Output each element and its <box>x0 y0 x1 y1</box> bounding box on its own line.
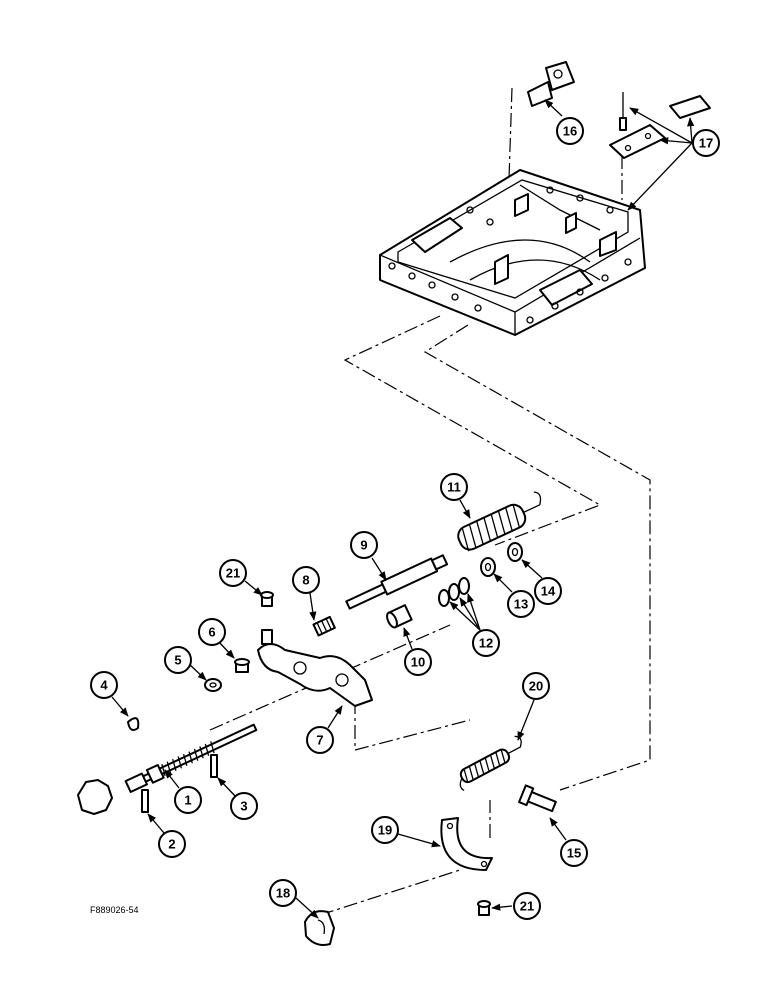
callout-19-label: 19 <box>378 823 392 838</box>
leader-lines <box>111 99 695 919</box>
callout-20-label: 20 <box>529 679 543 694</box>
callout-1-label: 1 <box>184 793 191 808</box>
callout-18: 18 <box>269 879 297 907</box>
callout-2: 2 <box>158 830 186 858</box>
part-15-bolt <box>518 784 557 813</box>
callout-13: 13 <box>507 590 535 618</box>
callout-20: 20 <box>522 672 550 700</box>
part-12-bearings <box>438 577 470 607</box>
part-16-latch-pin <box>527 61 575 107</box>
callout-21-top-label: 21 <box>226 566 240 581</box>
callout-19: 19 <box>371 816 399 844</box>
callout-12: 12 <box>472 629 500 657</box>
seat-slide-frame <box>379 169 646 336</box>
callout-3: 3 <box>230 792 258 820</box>
part-3-roll-pin <box>210 754 218 778</box>
callout-14-label: 14 <box>541 584 556 599</box>
callout-17: 17 <box>692 129 720 157</box>
callout-7: 7 <box>306 726 334 754</box>
callout-5-label: 5 <box>174 653 181 668</box>
callout-2-label: 2 <box>168 837 175 852</box>
callout-16: 16 <box>556 117 584 145</box>
part-10-bushing <box>386 604 413 629</box>
callout-8-label: 8 <box>302 573 309 588</box>
part-9-threaded-shaft <box>345 554 449 610</box>
part-11-spring <box>457 491 542 552</box>
part-1-adjusting-rod <box>77 723 258 815</box>
part-4-retaining-clip <box>127 717 140 731</box>
callout-15-label: 15 <box>567 846 581 861</box>
callout-13-label: 13 <box>514 597 528 612</box>
part-2-roll-pin <box>141 789 149 813</box>
callout-3-label: 3 <box>240 799 247 814</box>
callout-9-label: 9 <box>360 538 367 553</box>
callout-21-bottom-label: 21 <box>520 899 534 914</box>
callout-5: 5 <box>164 646 192 674</box>
callout-7-label: 7 <box>316 733 323 748</box>
part-8-set-screw <box>312 615 336 637</box>
callout-9: 9 <box>350 531 378 559</box>
part-21-screw-bottom <box>477 900 491 916</box>
callout-15: 15 <box>560 839 588 867</box>
callout-8: 8 <box>292 566 320 594</box>
part-21-screw-top <box>260 591 274 607</box>
callout-10: 10 <box>404 648 432 676</box>
part-13-washer <box>480 557 496 577</box>
part-7-lever-bracket <box>257 629 373 707</box>
callout-10-label: 10 <box>411 655 425 670</box>
callout-4: 4 <box>90 671 118 699</box>
callout-17-label: 17 <box>699 136 713 151</box>
callout-18-label: 18 <box>276 886 290 901</box>
figure-id: F889026-54 <box>90 905 139 915</box>
callout-16-label: 16 <box>563 124 577 139</box>
callout-11-label: 11 <box>447 480 461 495</box>
callout-6-label: 6 <box>208 625 215 640</box>
callout-1: 1 <box>174 786 202 814</box>
callout-12-label: 12 <box>479 636 493 651</box>
part-5-nut <box>204 678 222 692</box>
callout-21-top: 21 <box>219 559 247 587</box>
callout-6: 6 <box>198 618 226 646</box>
part-6-bolt <box>234 658 250 673</box>
callout-14: 14 <box>534 577 562 605</box>
callout-4-label: 4 <box>100 678 108 693</box>
callout-11: 11 <box>440 473 468 501</box>
part-19-strap <box>440 817 493 871</box>
frame-mounting-holes <box>388 186 632 324</box>
callout-21-bottom: 21 <box>513 892 541 920</box>
part-20-spring <box>459 735 522 792</box>
part-14-washer <box>507 542 523 562</box>
part-18-latch-handle <box>304 910 335 946</box>
